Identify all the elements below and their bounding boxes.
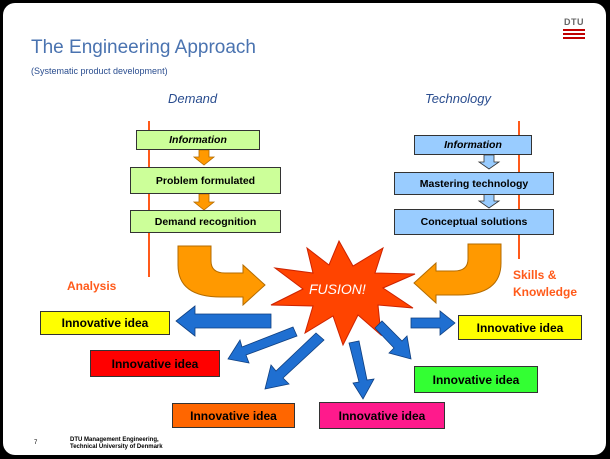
logo-text: DTU [564, 17, 584, 27]
skills-label-line1: Skills & [513, 268, 557, 282]
technology-heading: Technology [425, 91, 492, 106]
idea-box-yellow-right: Innovative idea [458, 315, 582, 340]
footer-line1: DTU Management Engineering, [70, 437, 159, 443]
slide: DTU The Engineering Approach (Systematic… [3, 3, 606, 455]
idea-box-yellow-left: Innovative idea [40, 311, 170, 335]
page-number: 7 [34, 440, 38, 446]
analysis-label: Analysis [67, 279, 117, 293]
demand-fusion-arrow [177, 245, 266, 307]
demand-step-arrow-2 [192, 193, 216, 211]
footer-text: DTU Management Engineering, Technical Un… [70, 437, 163, 451]
idea-box-pink: Innovative idea [319, 402, 445, 429]
demand-information-box: Information [136, 130, 260, 150]
conceptual-solutions-box: Conceptual solutions [394, 209, 554, 235]
idea-arrow-lower-right [374, 320, 412, 360]
dtu-logo: DTU [563, 17, 585, 39]
idea-arrow-left [175, 305, 272, 337]
idea-box-orange: Innovative idea [172, 403, 295, 428]
demand-heading: Demand [168, 91, 218, 106]
skills-label-line2: Knowledge [513, 285, 578, 299]
slide-subtitle: (Systematic product development) [31, 66, 168, 76]
idea-box-red: Innovative idea [90, 350, 220, 377]
fusion-label: FUSION! [309, 281, 366, 297]
idea-arrow-bottom-center [348, 340, 375, 400]
idea-arrow-bottom-left [264, 332, 325, 390]
logo-bars [563, 29, 585, 39]
mastering-technology-box: Mastering technology [394, 172, 554, 195]
idea-arrow-lower-left [227, 326, 298, 364]
technology-fusion-arrow [413, 243, 502, 305]
slide-title: The Engineering Approach [31, 37, 256, 58]
fusion-star [270, 239, 416, 347]
technology-information-box: Information [414, 135, 532, 155]
diagram-graphics [148, 121, 520, 400]
problem-formulated-box: Problem formulated [130, 167, 281, 194]
technology-step-arrow-2 [477, 193, 501, 209]
idea-arrow-right [410, 310, 456, 336]
idea-box-green: Innovative idea [414, 366, 538, 393]
footer-line2: Technical University of Denmark [70, 444, 163, 450]
technology-step-arrow-1 [477, 154, 501, 170]
demand-step-arrow-1 [192, 149, 216, 166]
demand-recognition-box: Demand recognition [130, 210, 281, 233]
